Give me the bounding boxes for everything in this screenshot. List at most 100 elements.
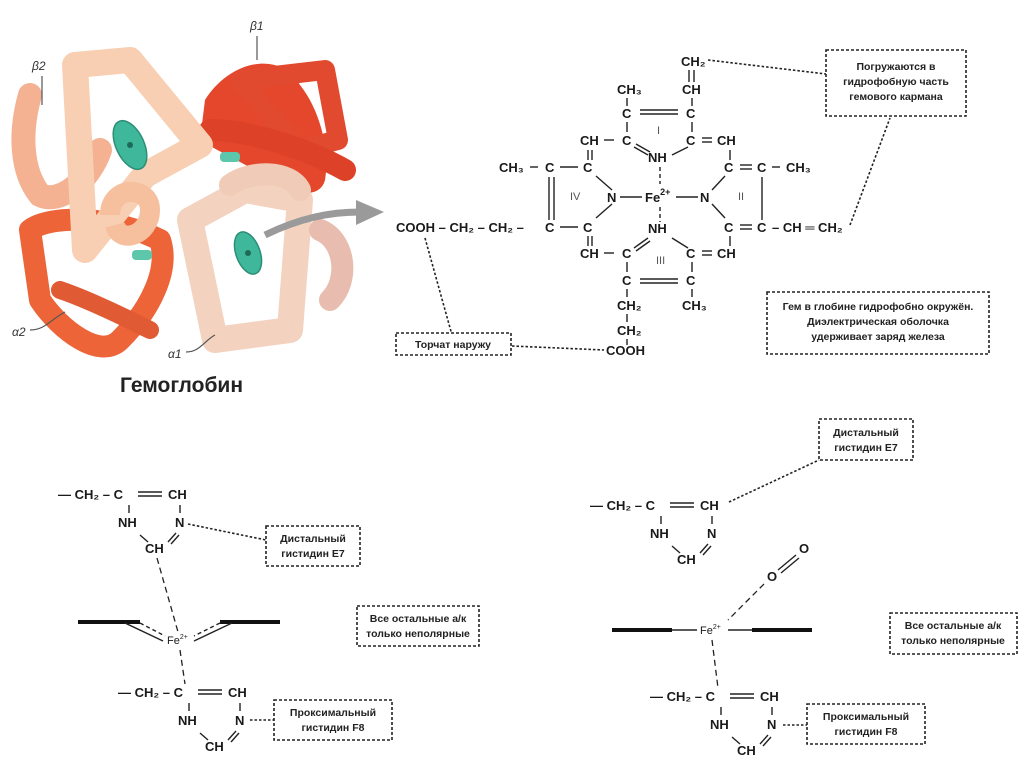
ring4-c-d: C	[583, 220, 593, 235]
hemoglobin-title: Гемоглобин	[120, 374, 243, 397]
ring2-c-d: C	[757, 220, 767, 235]
note-hydrophobic-box	[825, 49, 967, 117]
deoxy-heme-pocket: — CH₂ – C CH NH N CH Дистальный гистидин…	[58, 487, 480, 754]
note-distal-left-line2: гистидин E7	[281, 548, 345, 560]
meso-ch-bottom-left: CH	[580, 246, 599, 261]
heme-disc-4	[132, 250, 152, 260]
ring3-c-d: C	[686, 273, 696, 288]
ring3-ch2-b: CH₂	[617, 323, 642, 338]
ring3-c-c: C	[622, 273, 632, 288]
alpha1-chain	[177, 177, 313, 353]
ring4-c-c: C	[545, 220, 555, 235]
note-outside: Торчат наружу	[415, 339, 491, 351]
note-dielectric-line3: удерживает заряд железа	[811, 331, 945, 343]
ring2-ch3: CH₃	[786, 160, 811, 175]
beta1-loop	[230, 60, 348, 160]
leader-distal-left	[187, 523, 267, 541]
note-distal-left-line1: Дистальный	[280, 533, 346, 545]
proximal-his-left-ch: CH	[228, 685, 247, 700]
proximal-his-right-n: N	[767, 717, 776, 732]
heme-structure: CH₂ CH CH₃ C C I CH C C CH NH CH₃ C C IV…	[395, 49, 990, 358]
note-hydrophobic-line2: гидрофобную часть	[843, 76, 949, 88]
arrow-to-heme	[263, 208, 361, 239]
proximal-fe-dash-left	[179, 649, 186, 685]
ring4-ch3: CH₃	[499, 160, 524, 175]
ring3-c-a: C	[622, 246, 632, 261]
ring4-c-b: C	[583, 160, 593, 175]
note-proximal-right-line1: Проксимальный	[823, 711, 909, 723]
leader-vinyl-right	[849, 117, 891, 226]
ring3-c-b: C	[686, 246, 696, 261]
label-alpha2: α2	[12, 325, 26, 339]
ring2-c-a: C	[724, 160, 734, 175]
proximal-his-right-ch-bottom: CH	[737, 743, 756, 758]
hemoglobin-illustration: β1 β2 α1 α2 Гемоглобин	[11, 19, 384, 397]
distal-fe-dash-left	[156, 557, 179, 633]
note-nonpolar-left-line1: Все остальные а/к	[370, 613, 467, 625]
proximal-his-left-n: N	[235, 713, 244, 728]
note-nonpolar-right-line1: Все остальные а/к	[905, 620, 1002, 632]
meso-ch-top-left: CH	[580, 133, 599, 148]
ring1-c-d: C	[686, 133, 696, 148]
note-proximal-right-line2: гистидин F8	[835, 726, 898, 738]
ring2-c-c: C	[724, 220, 734, 235]
vinyl-ch-top: CH	[682, 82, 701, 97]
proximal-his-right-nh: NH	[710, 717, 729, 732]
note-proximal-right-box	[806, 703, 926, 745]
note-nonpolar-right-line2: только неполярные	[901, 635, 1005, 647]
proximal-his-right-ch: CH	[760, 689, 779, 704]
proximal-his-right-chain: — CH₂ – C	[650, 689, 716, 704]
distal-his-left-nh: NH	[118, 515, 137, 530]
distal-his-right-chain: — CH₂ – C	[590, 498, 656, 513]
ring-label-1: I	[657, 125, 660, 137]
note-nonpolar-left-box	[356, 605, 480, 647]
ring2-n: N	[700, 190, 709, 205]
fe-center: Fe2+	[645, 187, 670, 205]
proximal-his-left-chain: — CH₂ – C	[118, 685, 184, 700]
meso-ch-top-right: CH	[717, 133, 736, 148]
oxygen-atom-1: O	[767, 569, 777, 584]
ring1-c-a: C	[622, 106, 632, 121]
ring1-nh: NH	[648, 150, 667, 165]
proximal-his-left-ch-bottom: CH	[205, 739, 224, 754]
distal-his-left-ch: CH	[168, 487, 187, 502]
ring2-c-b: C	[757, 160, 767, 175]
meso-ch-bottom-right: CH	[717, 246, 736, 261]
note-proximal-left-box	[273, 699, 393, 741]
note-nonpolar-left-line2: только неполярные	[366, 628, 470, 640]
label-alpha1: α1	[168, 347, 182, 361]
beta1-loop-2	[199, 119, 356, 181]
note-dielectric-box	[766, 291, 990, 355]
oxy-heme-pocket: Дистальный гистидин E7 — CH₂ – C CH NH N…	[590, 418, 1018, 758]
leader-cooh-left	[424, 237, 453, 336]
fe-oxy: Fe2+	[700, 624, 721, 637]
beta2-curl	[100, 181, 161, 246]
bottom-cooh: COOH	[606, 343, 645, 358]
note-distal-right-box	[818, 418, 914, 461]
leader-distal-right	[728, 459, 820, 503]
beta2-loop	[62, 47, 213, 263]
distal-his-left-ch-bottom: CH	[145, 541, 164, 556]
ring3-nh: NH	[648, 221, 667, 236]
left-propionate-chain: COOH – CH₂ – CH₂ –	[396, 220, 524, 235]
ring1-c-c: C	[622, 133, 632, 148]
ring4-n: N	[607, 190, 616, 205]
proximal-fe-dash-right	[711, 639, 719, 689]
leader-vinyl-top	[707, 59, 827, 75]
vinyl-ch2-top: CH₂	[681, 54, 706, 69]
heme-disc-3	[220, 152, 240, 162]
note-nonpolar-right-box	[889, 612, 1018, 655]
note-distal-right-line1: Дистальный	[833, 427, 899, 439]
right-vinyl-chain: – CH ═ CH₂	[772, 220, 843, 235]
alpha1-curl	[219, 163, 311, 201]
ring-label-3: III	[656, 255, 665, 267]
ring3-ch2-a: CH₂	[617, 298, 642, 313]
ring1-c-b: C	[686, 106, 696, 121]
note-hydrophobic-line3: гемового кармана	[849, 91, 943, 103]
note-outside-box	[395, 332, 512, 356]
ring3-ch3: CH₃	[682, 298, 707, 313]
note-dielectric-line2: Диэлектрическая оболочка	[807, 316, 949, 328]
distal-his-right-ch-bottom: CH	[677, 552, 696, 567]
fe-deoxy: Fe2+	[167, 634, 188, 647]
